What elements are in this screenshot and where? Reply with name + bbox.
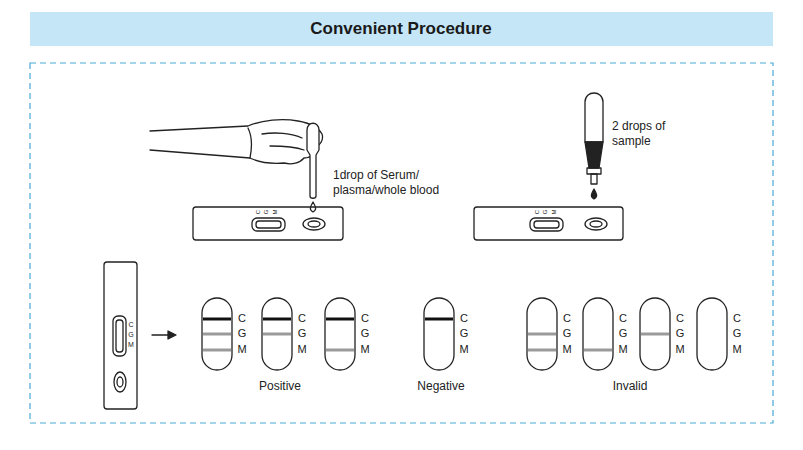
control-line xyxy=(263,318,291,321)
line-letter: M xyxy=(297,344,306,355)
title-text: Convenient Procedure xyxy=(310,19,491,39)
test-strip xyxy=(697,298,727,370)
cassette-letter: M xyxy=(272,210,278,215)
line-letter: G xyxy=(298,328,307,339)
result-window xyxy=(116,320,123,352)
sample-well xyxy=(590,221,602,227)
title-band xyxy=(30,12,773,46)
control-line xyxy=(326,318,354,321)
hand-drawing xyxy=(248,128,304,158)
sample-well xyxy=(117,377,123,387)
line-letter: C xyxy=(460,313,468,324)
test-line xyxy=(326,349,354,352)
test-strip xyxy=(424,298,454,370)
test-line xyxy=(203,349,231,352)
line-letter: M xyxy=(237,344,246,355)
instruction-text: 1drop of Serum/ plasma/whole blood xyxy=(333,168,453,198)
test-line xyxy=(528,349,556,352)
sample-well xyxy=(585,218,607,230)
sample-bottle xyxy=(585,93,603,142)
line-letter: G xyxy=(563,328,572,339)
test-line xyxy=(528,333,556,336)
test-strip xyxy=(583,298,613,370)
line-letter: M xyxy=(675,344,684,355)
hand-drawing xyxy=(150,120,323,164)
line-letter: C xyxy=(563,313,571,324)
result-window xyxy=(113,316,126,356)
test-cassette xyxy=(193,207,343,240)
result-window xyxy=(256,221,281,228)
line-letter: G xyxy=(238,328,247,339)
cassette-letter: C xyxy=(128,321,133,328)
sample-well xyxy=(114,372,126,392)
result-window xyxy=(252,218,285,231)
line-letter: C xyxy=(619,313,627,324)
line-letter: M xyxy=(360,344,369,355)
line-letter: C xyxy=(238,313,246,324)
control-line xyxy=(425,318,453,321)
test-cassette xyxy=(474,207,623,240)
sample-well xyxy=(308,221,320,227)
test-line xyxy=(203,333,231,336)
cassette-letter: C xyxy=(255,210,261,214)
control-line xyxy=(203,318,231,321)
result-label: Positive xyxy=(259,380,301,392)
instruction-text: 2 drops of sample xyxy=(612,119,684,149)
cassette-letter: C xyxy=(534,210,540,214)
sample-bottle xyxy=(585,142,603,168)
test-line xyxy=(641,333,669,336)
line-letter: G xyxy=(460,328,469,339)
cassette-letter: G xyxy=(128,331,133,338)
sample-bottle xyxy=(587,168,601,174)
result-window xyxy=(530,218,563,231)
cassette-letter: M xyxy=(551,210,557,215)
line-letter: M xyxy=(618,344,627,355)
test-strip xyxy=(640,298,670,370)
test-strip xyxy=(262,298,292,370)
dashed-frame xyxy=(30,63,773,423)
cassette-letter: M xyxy=(128,341,134,348)
result-window xyxy=(534,221,559,228)
sample-bottle xyxy=(591,174,597,184)
line-letter: G xyxy=(361,328,370,339)
cassette-letter: G xyxy=(542,210,548,215)
line-letter: C xyxy=(676,313,684,324)
cassette-letter: G xyxy=(263,210,269,215)
line-letter: G xyxy=(619,328,628,339)
test-strip xyxy=(325,298,355,370)
result-label: Negative xyxy=(417,380,464,392)
line-letter: C xyxy=(733,313,741,324)
sample-well xyxy=(303,218,325,230)
test-strip xyxy=(527,298,557,370)
test-cassette xyxy=(104,262,137,409)
test-strip xyxy=(202,298,232,370)
result-label: Invalid xyxy=(613,380,648,392)
line-letter: M xyxy=(562,344,571,355)
arrow xyxy=(168,331,176,339)
line-letter: G xyxy=(676,328,685,339)
test-line xyxy=(263,333,291,336)
line-letter: C xyxy=(361,313,369,324)
line-letter: M xyxy=(459,344,468,355)
line-letter: C xyxy=(298,313,306,324)
test-line xyxy=(584,349,612,352)
dropper xyxy=(307,123,319,198)
line-letter: G xyxy=(733,328,742,339)
line-letter: M xyxy=(732,344,741,355)
drop xyxy=(591,189,596,199)
